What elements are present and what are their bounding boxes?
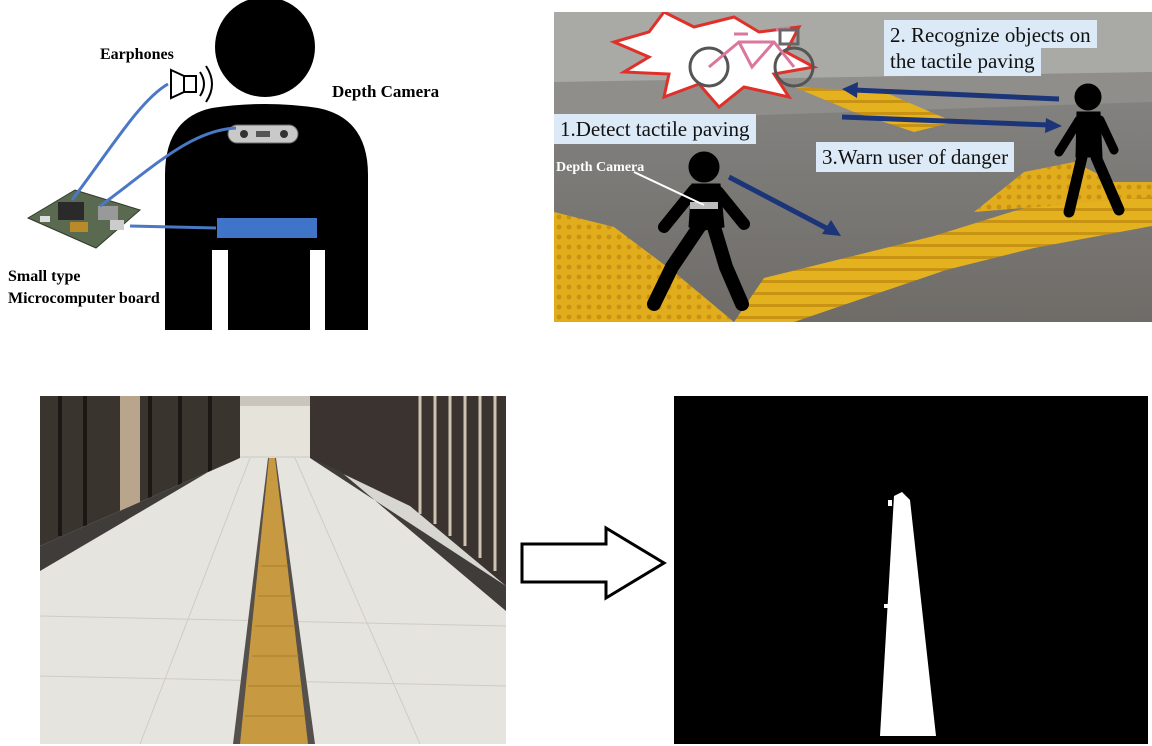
step2-line1: 2. Recognize objects on (884, 20, 1097, 48)
scene-depth-camera-label: Depth Camera (556, 160, 644, 176)
microcomputer-board (28, 190, 140, 248)
step2-line2: the tactile paving (884, 48, 1041, 76)
earphones-label: Earphones (100, 46, 174, 64)
earphone-speaker-icon (171, 66, 212, 102)
usage-scene-panel: 1.Detect tactile paving 2. Recognize obj… (554, 12, 1152, 322)
board-label-line2: Microcomputer board (8, 290, 160, 308)
segmentation-mask (674, 396, 1148, 744)
corridor-photo-drawing (40, 396, 506, 744)
mask-drawing (674, 396, 1148, 744)
step1-callout: 1.Detect tactile paving (554, 114, 756, 144)
user-head (215, 0, 315, 97)
board-label-line1: Small type (8, 268, 80, 286)
corridor-photo (40, 396, 506, 744)
detected-paving-region (880, 492, 936, 736)
scene-depth-camera (690, 202, 718, 209)
transform-arrow-icon (518, 524, 670, 602)
wearable-system-panel: Earphones Depth Camera Small type Microc… (0, 0, 480, 330)
waist-belt (217, 218, 317, 238)
depth-camera-label: Depth Camera (332, 82, 439, 102)
step3-callout: 3.Warn user of danger (816, 142, 1014, 172)
